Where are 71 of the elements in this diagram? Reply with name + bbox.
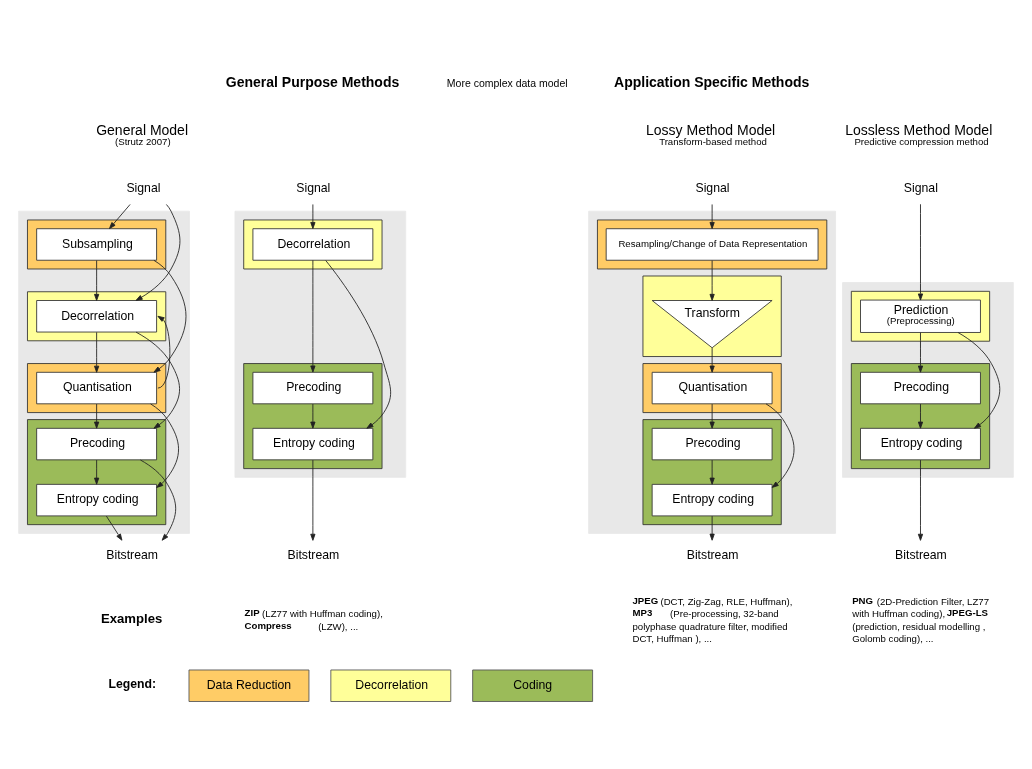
arrow [310,203,316,229]
node-box: Precoding [36,427,158,460]
node-text: Bitstream [895,547,947,562]
node-box: Entropy coding [252,427,374,460]
label: Predictive compression method [854,135,989,147]
node-text: Signal [903,180,938,195]
cluster [234,210,407,478]
node-box: Subsampling [36,227,158,261]
arrow [310,459,316,541]
arrow [139,459,177,541]
arrow [310,403,316,429]
node-box: Quantisation [36,371,158,404]
label: General Model [96,121,189,138]
arrow [94,331,100,373]
cluster [842,281,1014,478]
label: Legend: [108,676,157,691]
label: PNG (2D-Prediction Filter, LZ77 with Huffman coding), JPEG-LS (prediction, residual modelling , Golomb coding), ... [852,594,990,644]
arrow [765,402,795,488]
arrow [94,403,100,429]
legend-label: Decorrelation [355,677,429,692]
label: Examples [101,610,163,626]
arrow [917,403,924,429]
label: General Purpose Methods [225,73,400,90]
arrow [157,315,171,388]
arrow [917,459,924,541]
label: More complex data model [446,76,568,89]
arrow [325,259,392,429]
node-text: Bitstream [686,547,739,562]
node-box: Precoding [252,371,374,404]
node-text: Bitstream [106,547,158,562]
arrow [153,259,187,373]
arrow [709,403,715,429]
label: JPEG (DCT, Zig-Zag, RLE, Huffman), MP3 (Pre-processing, 32-band polyphase quadrature filter, modified DCT, Huffman ), ... [632,594,793,644]
arrow [709,459,715,485]
node-text: Signal [296,180,331,195]
arrow [135,331,180,429]
label: (Strutz 2007) [115,135,171,147]
label: Lossless Method Model [845,121,993,138]
label: Application Specific Methods [614,73,810,90]
label: ZIP (LZ77 with Huffman coding), Compress (LZW), ... [244,606,383,632]
label: Lossy Method Model [646,121,776,138]
node-box: Quantisation [651,371,773,404]
arrow [94,259,100,301]
legend-label: Data Reduction [206,677,292,692]
arrow [957,331,1001,429]
arrow [150,402,179,488]
arrow [109,203,131,229]
node-text: Bitstream [287,547,340,562]
node-box: Entropy coding [36,483,158,516]
arrow [709,515,715,541]
arrow [94,459,100,485]
node-box: Decorrelation [36,299,158,332]
node-box: Precoding [860,371,981,404]
node-text: Signal [126,180,161,195]
node-box: Prediction (Preprocessing) [860,299,981,333]
node-box: Decorrelation [252,227,374,261]
arrow [709,259,715,301]
arrow [709,347,715,373]
arrow [105,515,123,541]
arrow [917,203,924,300]
arrow [310,259,316,372]
node-box: Precoding [651,427,773,460]
node-box: Entropy coding [860,427,981,460]
arrow [709,203,715,229]
arrow [917,331,924,373]
node-text: Signal [695,180,730,195]
arrow [135,203,181,301]
node-box: Entropy coding [651,483,773,516]
cluster [642,275,782,357]
legend-label: Coding [513,677,553,692]
node-box: Resampling/Change of Data Representation [605,227,819,261]
